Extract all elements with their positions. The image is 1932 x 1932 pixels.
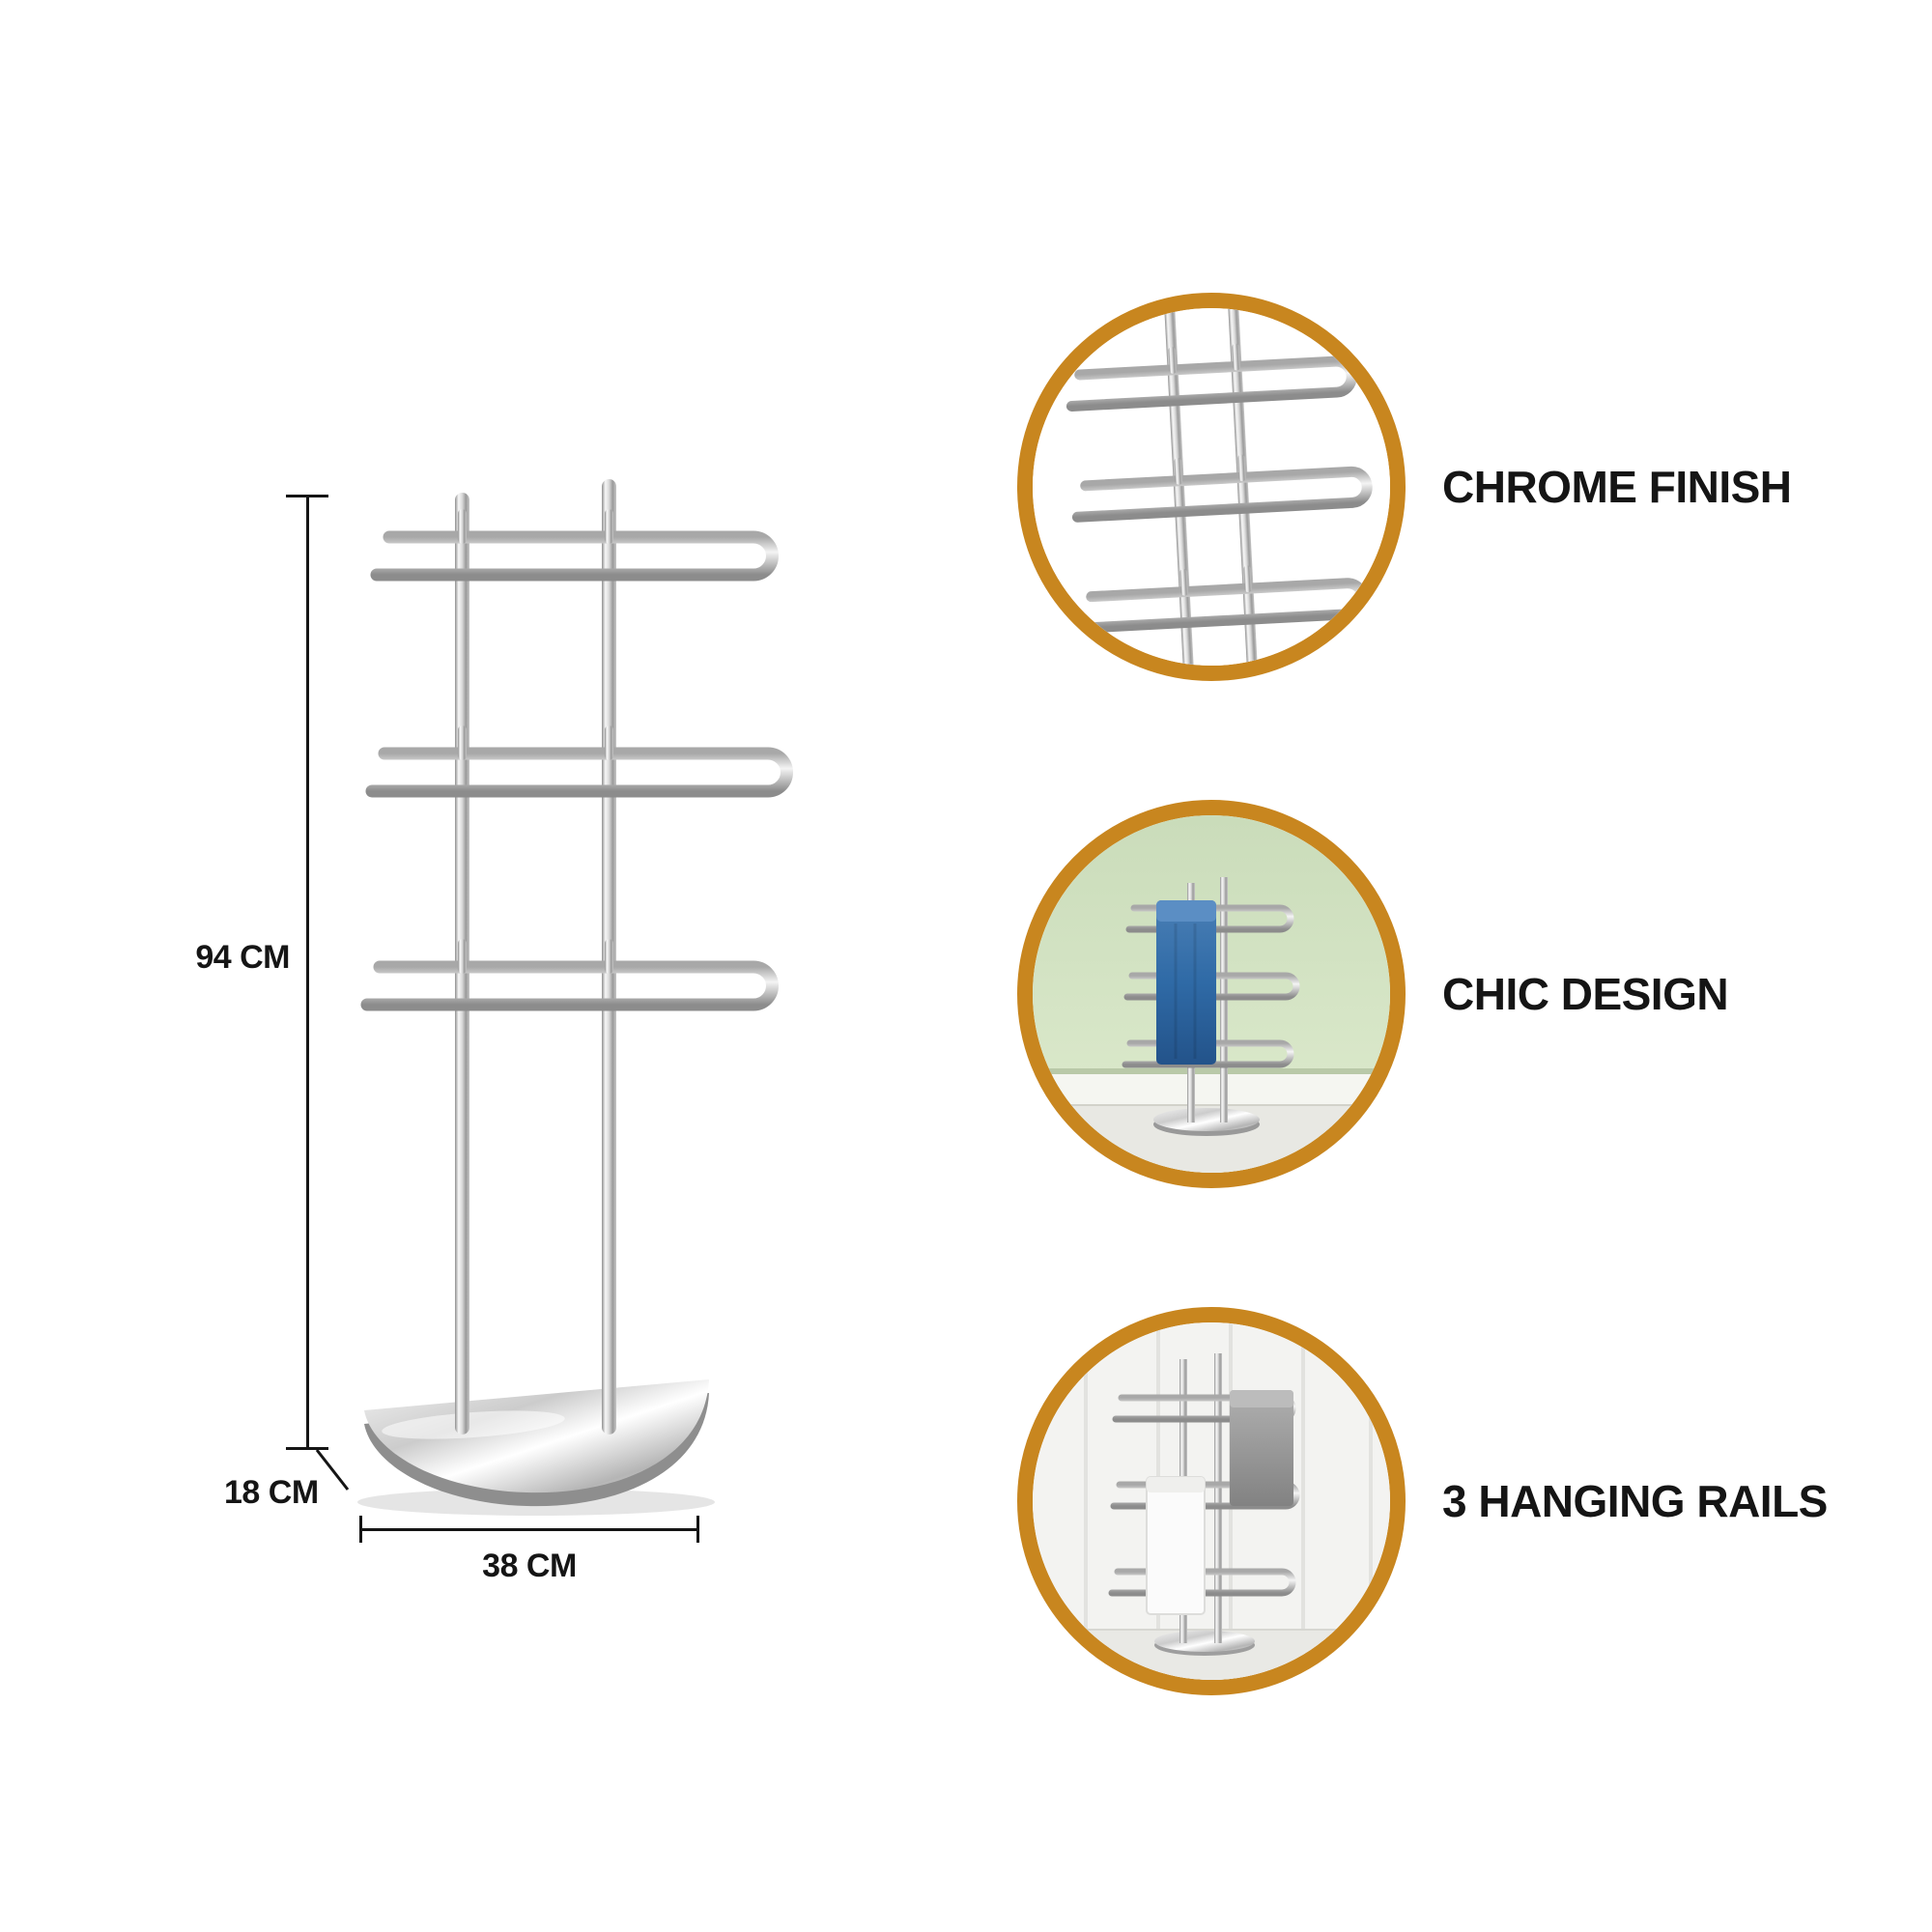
blue-towel bbox=[1156, 900, 1216, 1065]
feature-label-chic-design: CHIC DESIGN bbox=[1442, 969, 1729, 1019]
width-dimension-label: 38 CM bbox=[482, 1548, 577, 1584]
stand-with-blue-towel-photo bbox=[1033, 815, 1390, 1173]
depth-dimension-label: 18 CM bbox=[224, 1474, 319, 1511]
chrome-rails-closeup-photo bbox=[1033, 308, 1390, 666]
rail-mount-pins bbox=[458, 509, 613, 974]
height-dimension-tick-bottom bbox=[286, 1447, 328, 1450]
stand-poles bbox=[455, 479, 616, 1435]
height-dimension-tick-top bbox=[286, 495, 328, 497]
stand-rails bbox=[360, 530, 793, 1011]
width-dimension-tick-right bbox=[696, 1516, 699, 1543]
feature-chic-design: CHIC DESIGN bbox=[1017, 799, 1729, 1189]
rail-top bbox=[370, 530, 779, 582]
chic-design-photo-badge bbox=[1017, 800, 1406, 1188]
towel-stand-illustration bbox=[357, 479, 793, 1516]
feature-chrome-finish: CHROME FINISH bbox=[1017, 292, 1792, 682]
rail-bottom bbox=[360, 960, 779, 1011]
stand-with-towels-photo bbox=[1033, 1322, 1390, 1680]
height-dimension-line bbox=[306, 496, 309, 1449]
height-dimension-label: 94 CM bbox=[195, 939, 290, 976]
width-dimension-tick-left bbox=[359, 1516, 362, 1543]
chrome-finish-photo-badge bbox=[1017, 293, 1406, 681]
width-dimension-line bbox=[360, 1528, 698, 1531]
hanging-rails-photo-badge bbox=[1017, 1307, 1406, 1695]
white-towel bbox=[1146, 1476, 1206, 1615]
gray-towel bbox=[1230, 1390, 1293, 1506]
feature-label-chrome-finish: CHROME FINISH bbox=[1442, 462, 1792, 512]
stand-base bbox=[364, 1379, 709, 1507]
feature-hanging-rails: 3 HANGING RAILS bbox=[1017, 1306, 1828, 1696]
rail-middle bbox=[365, 747, 793, 798]
feature-label-hanging-rails: 3 HANGING RAILS bbox=[1442, 1476, 1828, 1526]
